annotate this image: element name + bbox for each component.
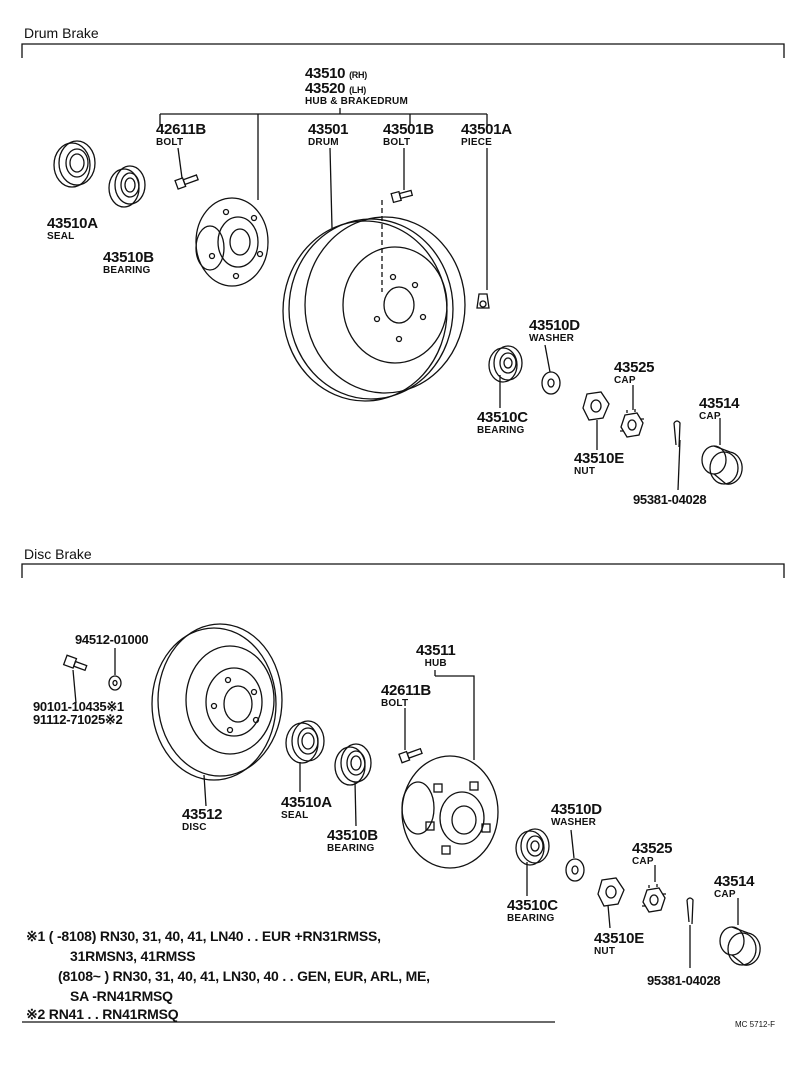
brake-drum <box>282 216 466 402</box>
drum-hub-label: 43510 (RH) 43520 (LH) HUB & BRAKEDRUM <box>305 65 408 107</box>
disc-section-title: Disc Brake <box>24 546 92 562</box>
disc-seal <box>285 720 325 764</box>
note-2-line-1: ※2 RN41 . . RN41RMSQ <box>26 1006 179 1022</box>
drum-hub <box>195 197 269 287</box>
disc-bolt <box>62 654 88 672</box>
note-1-line-4: SA -RN41RMSQ <box>70 988 173 1004</box>
disc-grease-cap <box>719 926 761 966</box>
disc-hub <box>401 755 499 869</box>
disc-rotor <box>151 623 283 781</box>
disc-section-frame <box>21 563 785 578</box>
note-1-line-1: ※1 ( -8108) RN30, 31, 40, 41, LN40 . . E… <box>26 928 381 944</box>
drum-pin-label: 95381-04028 <box>633 492 707 507</box>
drum-hub-bolt <box>174 174 199 190</box>
drum-cap-nut <box>620 409 644 438</box>
disc-bolt-part-label: 90101-10435※1 91112-71025※2 <box>33 699 124 727</box>
figure-code: MC 5712-F <box>735 1020 776 1029</box>
drum-bearing-c <box>488 345 523 383</box>
drum-washer <box>541 371 561 395</box>
drum-piece <box>476 293 490 309</box>
drum-seal <box>53 140 96 188</box>
note-1-line-3: (8108~ ) RN30, 31, 40, 41, LN30, 40 . . … <box>58 968 430 984</box>
disc-washer-part-label: 94512-01000 <box>75 632 149 647</box>
drum-bearing-b <box>108 165 146 208</box>
disc-bearing-c <box>515 828 550 866</box>
note-1-line-2: 31RMSN3, 41RMSS <box>70 948 196 964</box>
drum-grease-cap <box>701 445 743 485</box>
disc-bearing-b <box>334 743 372 786</box>
disc-nut <box>597 877 625 907</box>
drum-section-frame <box>21 43 785 58</box>
disc-cap-nut <box>642 884 666 913</box>
drum-cotter-pin <box>673 420 681 448</box>
disc-cotter-pin <box>686 897 694 925</box>
disc-hub-bolt <box>398 747 423 764</box>
drum-nut <box>582 391 610 421</box>
drum-section-title: Drum Brake <box>24 25 99 41</box>
disc-washer <box>108 675 122 691</box>
disc-washer-d <box>565 858 585 882</box>
drum-bolt <box>390 189 414 204</box>
disc-pin-label: 95381-04028 <box>647 973 721 988</box>
